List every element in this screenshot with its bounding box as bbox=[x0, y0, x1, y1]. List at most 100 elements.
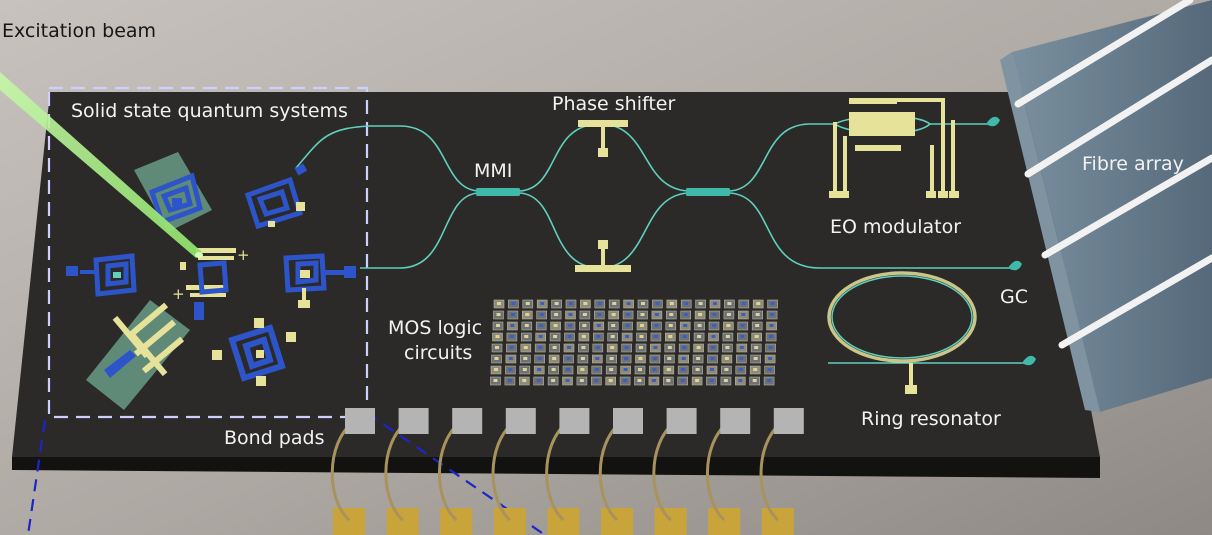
label-mmi: MMI bbox=[474, 160, 513, 182]
mos-cell-gate bbox=[640, 313, 645, 316]
mos-cell-gate bbox=[580, 368, 585, 371]
label-plus-bottom: + bbox=[172, 285, 185, 303]
mos-cell-gate bbox=[552, 357, 557, 360]
spiral-device-on-substrate bbox=[148, 172, 203, 226]
mos-cell-gate bbox=[711, 346, 715, 349]
spiral-device-bottom bbox=[212, 318, 296, 386]
bond-pad bbox=[398, 408, 429, 434]
bond-wire bbox=[705, 420, 730, 522]
mos-cell-gate bbox=[726, 324, 731, 327]
eo-modulator bbox=[829, 98, 959, 198]
mos-cell-gate bbox=[698, 302, 703, 305]
mos-cell-gate bbox=[565, 379, 570, 382]
bond-pad bbox=[666, 408, 697, 434]
mos-cell-gate bbox=[712, 313, 717, 316]
mos-cell-gate bbox=[697, 324, 702, 327]
mos-cell-gate bbox=[711, 335, 716, 338]
bond-pad bbox=[773, 408, 804, 434]
bond-wire bbox=[437, 420, 462, 522]
mos-cell-gate bbox=[638, 368, 642, 371]
bond-pad bbox=[613, 408, 643, 434]
mos-cell-gate bbox=[697, 335, 702, 338]
ring-resonator bbox=[827, 271, 977, 363]
mos-cell-gate bbox=[669, 313, 674, 316]
mos-cell-gate bbox=[523, 357, 528, 360]
mos-cell-gate bbox=[594, 379, 599, 382]
mos-cell-gate bbox=[583, 302, 588, 305]
mos-cell-gate bbox=[767, 379, 772, 382]
package-pad bbox=[333, 508, 365, 535]
mos-cell-gate bbox=[579, 379, 584, 382]
mos-cell-gate bbox=[566, 357, 571, 360]
mos-cell-gate bbox=[755, 313, 760, 316]
mos-cell-gate bbox=[681, 357, 686, 360]
mos-cell-gate bbox=[611, 313, 616, 316]
mos-cell-gate bbox=[655, 302, 660, 305]
mos-cell-gate bbox=[652, 368, 657, 371]
mos-cell-gate bbox=[651, 379, 656, 382]
mos-cell-gate bbox=[680, 379, 685, 382]
mos-cell-gate bbox=[536, 379, 541, 382]
fibre-array-block bbox=[1012, 0, 1212, 412]
mos-cell-gate bbox=[595, 346, 600, 349]
mos-cell-gate bbox=[496, 324, 500, 327]
mos-cell-gate bbox=[495, 335, 500, 338]
spiral-device-center bbox=[180, 248, 236, 320]
phase-shifter-top bbox=[578, 120, 628, 157]
label-eo-modulator: EO modulator bbox=[830, 216, 962, 238]
mos-cell-gate bbox=[683, 324, 688, 327]
bond-wire bbox=[598, 420, 622, 522]
bond-pad bbox=[720, 408, 751, 434]
mos-cell-gate bbox=[538, 335, 543, 338]
mos-cell-gate bbox=[738, 368, 743, 371]
bond-pad bbox=[345, 408, 375, 434]
mos-cell-gate bbox=[568, 324, 572, 327]
mos-cell-gate bbox=[582, 324, 587, 327]
label-plus-top: + bbox=[237, 246, 250, 264]
spiral-device-right bbox=[283, 253, 356, 308]
mos-cell-gate bbox=[566, 368, 570, 371]
mmi-coupler-1 bbox=[476, 188, 520, 196]
mos-cell-gate bbox=[740, 324, 745, 327]
mos-cell-gate bbox=[522, 368, 527, 371]
mos-cell-gate bbox=[553, 335, 558, 338]
mos-cell-gate bbox=[755, 324, 760, 327]
mos-cell-gate bbox=[639, 335, 644, 338]
fibre-1 bbox=[1014, 0, 1194, 108]
mos-cell-gate bbox=[509, 335, 514, 338]
mos-cell-gate bbox=[567, 346, 571, 349]
mos-cell-gate bbox=[741, 313, 746, 316]
bond-wire bbox=[759, 420, 783, 522]
label-mos-circuits: circuits bbox=[404, 342, 473, 364]
mos-cell-gate bbox=[741, 302, 746, 305]
mos-cell-gate bbox=[682, 346, 687, 349]
mos-cell-gate bbox=[668, 324, 673, 327]
interdigitated-electrode bbox=[112, 302, 185, 377]
mos-cell-gate bbox=[494, 368, 498, 371]
waveguide-mmi2-upper-out bbox=[729, 123, 835, 192]
mos-cell-gate bbox=[653, 335, 658, 338]
mos-cell-gate bbox=[667, 357, 672, 360]
mos-logic-array bbox=[490, 299, 778, 386]
bond-pad bbox=[452, 408, 483, 434]
mos-cell-gate bbox=[539, 324, 544, 327]
mos-cell-gate bbox=[625, 335, 630, 338]
label-phase-shifter: Phase shifter bbox=[552, 93, 676, 115]
mos-cell-gate bbox=[612, 302, 617, 305]
mos-cell-gate bbox=[725, 335, 730, 338]
mos-cell-gate bbox=[767, 368, 772, 371]
excitation-spot bbox=[195, 252, 203, 258]
excitation-beam bbox=[0, 72, 202, 258]
mos-cell-gate bbox=[769, 335, 774, 338]
mos-cell-gate bbox=[537, 357, 542, 360]
mos-cell-gate bbox=[623, 379, 628, 382]
mos-cell-gate bbox=[770, 313, 775, 316]
mos-cell-gate bbox=[508, 357, 513, 360]
mos-cell-gate bbox=[712, 324, 716, 327]
mos-cell-gate bbox=[724, 357, 729, 360]
mos-cell-gate bbox=[654, 313, 659, 316]
mos-cell-gate bbox=[652, 357, 657, 360]
mos-cell-gate bbox=[684, 302, 689, 305]
mos-cell-gate bbox=[669, 302, 674, 305]
mos-cell-gate bbox=[551, 379, 556, 382]
